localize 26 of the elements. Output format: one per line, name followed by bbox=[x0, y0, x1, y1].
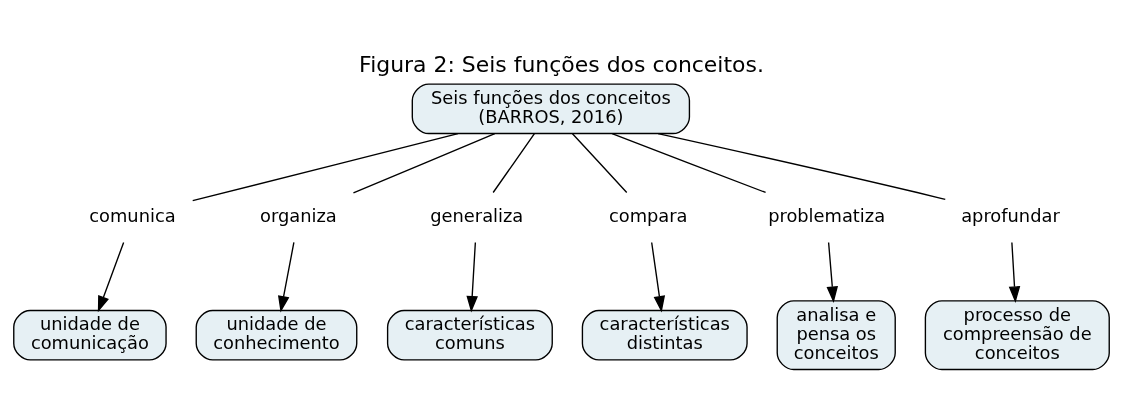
diagram-title: Figura 2: Seis funções dos conceitos. bbox=[359, 51, 764, 77]
connector bbox=[192, 133, 459, 202]
node-box: características comuns bbox=[386, 309, 553, 361]
arrow bbox=[466, 241, 478, 313]
node-text: organiza bbox=[260, 204, 337, 226]
connector bbox=[352, 133, 496, 194]
connector bbox=[571, 133, 628, 194]
node-text: generaliza bbox=[430, 204, 524, 226]
node-text: problematiza bbox=[768, 204, 886, 226]
connector bbox=[657, 132, 946, 201]
node-box: analisa e pensa os conceitos bbox=[776, 300, 896, 371]
node-box: unidade de conhecimento bbox=[195, 309, 358, 361]
node-text: comunica bbox=[89, 204, 176, 226]
node-text: compara bbox=[608, 204, 688, 226]
node-box: unidade de comunicação bbox=[13, 309, 167, 361]
arrow bbox=[651, 241, 666, 313]
node-box: processo de compreensão de conceitos bbox=[924, 300, 1110, 371]
node-box: Seis funções dos conceitos (BARROS, 2016) bbox=[411, 83, 691, 135]
arrow bbox=[97, 241, 125, 313]
arrow bbox=[826, 241, 838, 303]
node-box: características distintas bbox=[581, 309, 748, 361]
connector bbox=[611, 133, 767, 194]
connector bbox=[492, 133, 536, 194]
node-text: aprofundar bbox=[961, 204, 1060, 226]
arrow bbox=[278, 241, 295, 313]
arrow bbox=[1008, 241, 1021, 303]
